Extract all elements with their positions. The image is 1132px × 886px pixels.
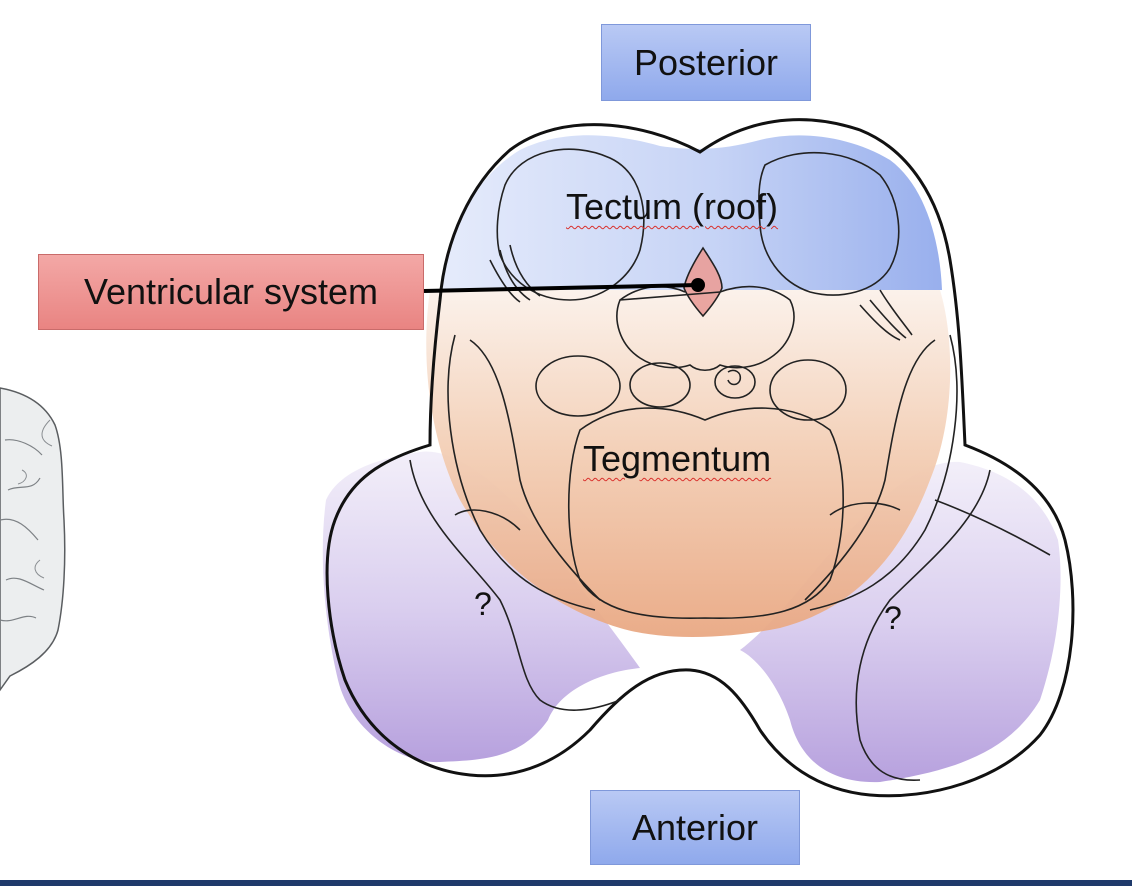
tectum-label: Tectum (roof) bbox=[566, 186, 778, 228]
tectum-word: Tectum (roof) bbox=[566, 186, 779, 227]
right-question-mark: ? bbox=[884, 600, 902, 636]
left-question-mark: ? bbox=[474, 586, 492, 622]
tectum-region bbox=[440, 135, 942, 290]
peduncle-left-region bbox=[322, 451, 640, 763]
midbrain-outline bbox=[325, 118, 1075, 798]
anterior-label: Anterior bbox=[590, 790, 800, 865]
ventricular-system-label: Ventricular system bbox=[38, 254, 424, 330]
posterior-label: Posterior bbox=[601, 24, 811, 101]
tegmentum-label: Tegmentum bbox=[583, 438, 771, 480]
internal-structures bbox=[409, 148, 1051, 781]
tegmentum-word: Tegmentum bbox=[583, 438, 772, 479]
brain-edge-illustration bbox=[0, 387, 66, 692]
bottom-bar bbox=[0, 880, 1132, 886]
ventricular-pointer bbox=[423, 278, 705, 293]
peduncle-right-region bbox=[740, 461, 1061, 783]
